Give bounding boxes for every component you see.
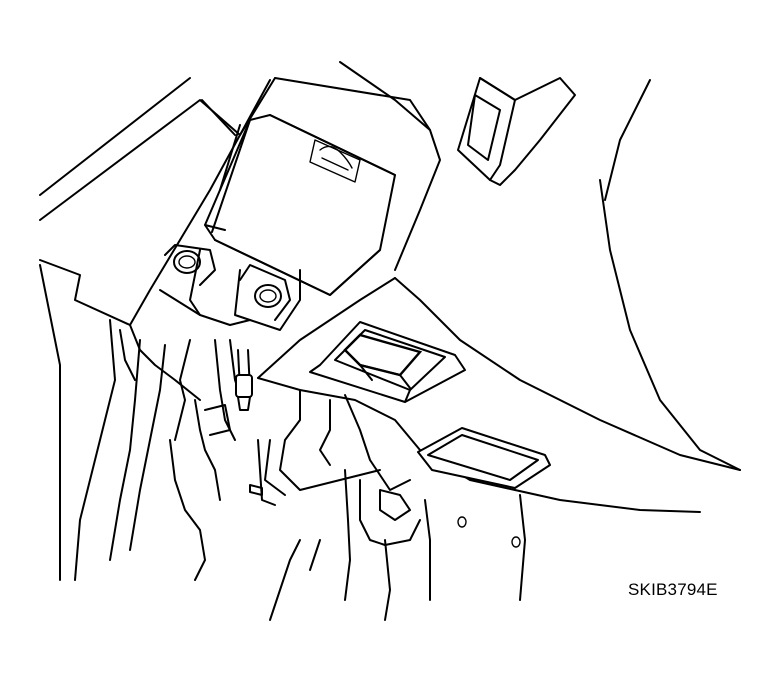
mounting-bolt-right (239, 264, 291, 321)
figure-code-label: SKIB3794E (628, 580, 718, 599)
storage-pocket (309, 321, 466, 403)
lower-left-panel (74, 319, 241, 581)
fuse-box-bracket (159, 249, 301, 331)
upper-right-vent (457, 77, 576, 186)
mounting-bolt-left (164, 244, 216, 286)
fuse-box-cover (204, 114, 396, 296)
instrument-panel-outline (39, 61, 441, 581)
knee-panel-recess (417, 427, 551, 489)
cable-end (235, 349, 253, 411)
center-support-bracket (249, 389, 526, 621)
